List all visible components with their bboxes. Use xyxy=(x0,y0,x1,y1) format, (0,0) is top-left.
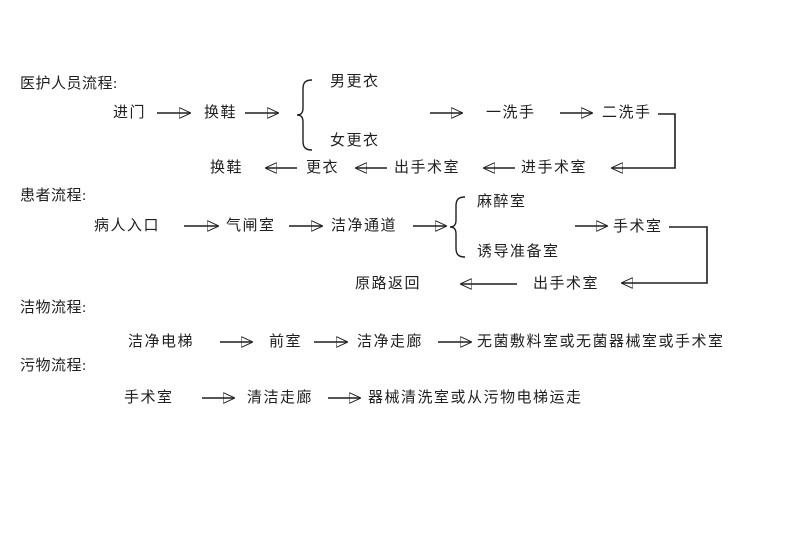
node-clean-corridor: 洁净走廊 xyxy=(357,334,424,350)
node-clean-elevator: 洁净电梯 xyxy=(128,334,195,350)
node-patient-exit-or: 出手术室 xyxy=(533,276,600,292)
node-air-lock-room: 气闸室 xyxy=(226,218,276,234)
node-staff-enter-or: 进手术室 xyxy=(521,160,588,176)
node-anesthesia-room: 麻醉室 xyxy=(477,194,527,210)
node-patient-entrance: 病人入口 xyxy=(94,218,161,234)
node-clean-passage: 洁净通道 xyxy=(331,218,398,234)
node-dirty-or: 手术室 xyxy=(124,390,174,406)
node-dirty-destination: 器械清洗室或从污物电梯运走 xyxy=(368,390,583,406)
node-change-shoes-return: 换鞋 xyxy=(210,160,244,176)
node-return-original-route: 原路返回 xyxy=(355,276,422,292)
node-cleaning-corridor: 清洁走廊 xyxy=(247,390,314,406)
clean-items-flow-label: 洁物流程: xyxy=(20,300,87,316)
connector-wash2-to-enter-or-icon xyxy=(612,113,676,168)
node-patient-or: 手术室 xyxy=(613,219,663,235)
patient-flow-label: 患者流程: xyxy=(20,188,87,204)
node-female-changing-room: 女更衣 xyxy=(330,133,380,149)
brace-anesthesia-induction-icon xyxy=(449,196,466,258)
node-enter-door: 进门 xyxy=(113,105,147,121)
node-staff-exit-or: 出手术室 xyxy=(394,160,461,176)
node-anteroom: 前室 xyxy=(269,334,303,350)
brace-changing-rooms-icon xyxy=(296,79,313,151)
node-clean-destination: 无菌敷料室或无菌器械室或手术室 xyxy=(477,334,725,350)
connector-or-to-exit-or-icon xyxy=(622,226,708,283)
dirty-items-flow-label: 污物流程: xyxy=(20,358,87,374)
node-male-changing-room: 男更衣 xyxy=(330,74,380,90)
staff-flow-label: 医护人员流程: xyxy=(20,76,118,92)
node-induction-prep-room: 诱导准备室 xyxy=(477,244,560,260)
node-second-hand-wash: 二洗手 xyxy=(602,105,652,121)
node-change-shoes: 换鞋 xyxy=(204,105,238,121)
node-first-hand-wash: 一洗手 xyxy=(486,105,536,121)
node-change-clothes: 更衣 xyxy=(306,160,340,176)
